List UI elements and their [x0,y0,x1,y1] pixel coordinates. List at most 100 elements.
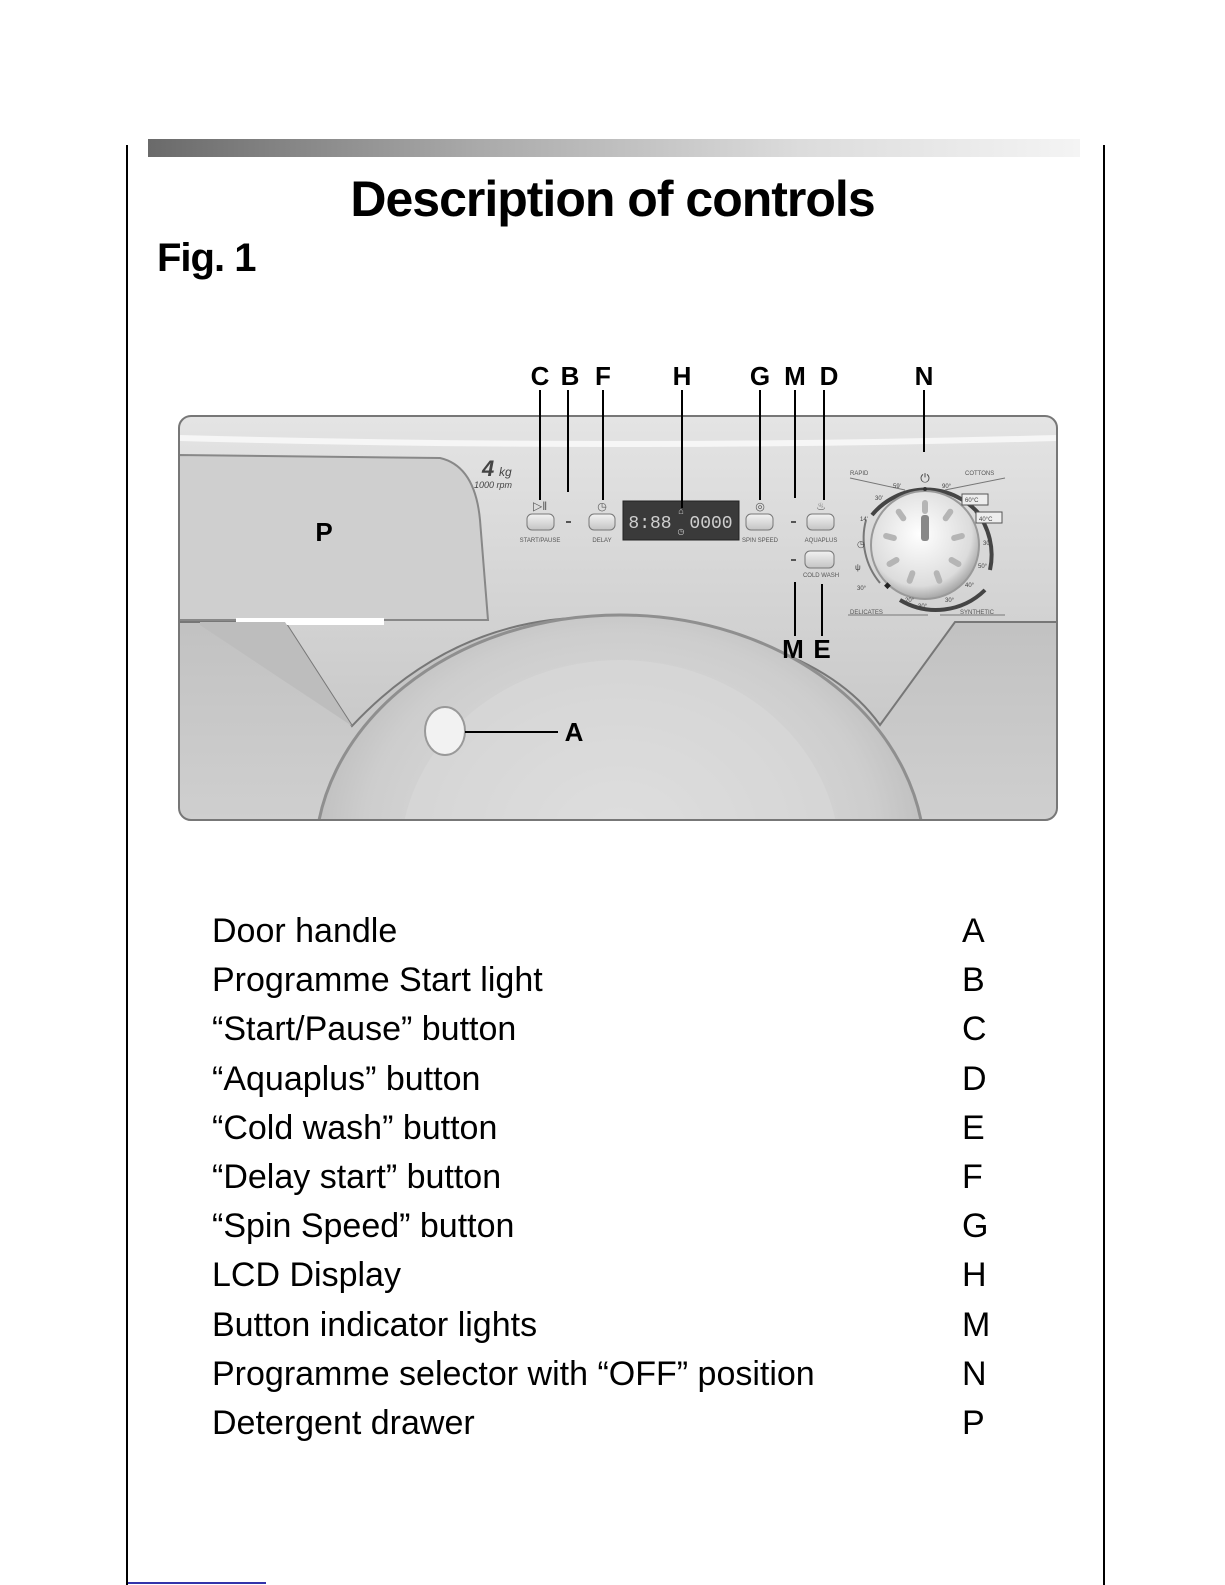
callout-lines [465,390,925,733]
callout-a: A [565,717,584,747]
diamond-icon: ◆ [884,580,891,590]
spin-speed-button[interactable] [745,513,774,531]
legend-letter: C [962,1010,987,1049]
clock-icon: ◷ [597,501,607,513]
start-pause-button[interactable] [526,513,555,531]
legend-letter: D [962,1059,987,1098]
machine-body [179,416,1057,820]
legend-row: “Spin Speed” button G [212,1203,1012,1252]
dial-label-rapid: RAPID [850,471,869,477]
cold-wash-button[interactable] [804,550,835,569]
dial-temp: 40°C [979,517,993,523]
legend-label: “Start/Pause” button [212,1010,517,1049]
callout-m-bottom: M [782,634,804,664]
legend-row: Button indicator lights M [212,1302,1012,1351]
legend-label: Programme Start light [212,961,543,1000]
door-handle[interactable] [424,706,466,756]
callout-m-top: M [784,361,806,391]
callout-b: B [561,361,580,391]
lcd-speed-readout: 0000 [689,514,732,534]
capacity-value: 4 [481,456,494,481]
legend-letter: A [962,912,985,950]
legend-label: “Cold wash” button [212,1108,498,1147]
legend-label: LCD Display [212,1256,401,1295]
dial-temp: 30' [875,496,883,502]
lock-icon: ⌂ [678,506,683,516]
callout-d: D [820,361,839,391]
callout-p: P [315,517,332,547]
page-title: Description of controls [350,171,875,227]
lcd-time-readout: 8:88 [628,514,671,534]
dial-temp: 30° [983,541,993,547]
legend-row: Programme Start light B [212,957,1012,1006]
dial-label-synthetic: SYNTHETIC [960,610,995,616]
legend-row: “Aquaplus” button D [212,1056,1012,1105]
play-pause-icon: ▷‖ [533,499,547,513]
spin-rating: 1000 rpm [474,480,513,490]
programme-start-light [566,521,571,523]
dial-temp: 60°C [965,498,979,504]
cold-wash-indicator-light [791,559,796,561]
capacity-unit: kg [499,465,512,479]
aquaplus-label: AQUAPLUS [805,538,838,544]
detergent-drawer [179,453,490,621]
dial-temp: 14' [860,517,868,523]
legend-label: Button indicator lights [212,1305,538,1344]
dial-temp: 30° [918,604,928,610]
aquaplus-button[interactable] [806,513,835,531]
programme-selector[interactable]: ⏻ RAPID COTTONS DELICATES SYNTHETIC 90° … [848,471,1006,616]
callout-g: G [750,361,770,391]
legend-label: “Aquaplus” button [212,1059,481,1098]
dial-temp: 90° [942,484,952,490]
legend-letter: B [962,961,985,1000]
legend-row: Door handle A [212,908,1012,957]
callout-f: F [595,361,611,391]
legend-row: LCD Display H [212,1252,1012,1301]
legend-label: “Spin Speed” button [212,1207,515,1246]
callout-e: E [813,634,830,664]
controls-legend: Door handle A Programme Start light B “Sta… [212,908,1012,1449]
legend-row: “Start/Pause” button C [212,1006,1012,1055]
dial-temp: 59' [893,484,901,490]
page-footer-underline [128,1582,266,1584]
spin-speed-label: SPIN SPEED [742,538,779,544]
spin-icon: ◎ [755,501,765,513]
legend-letter: E [962,1108,985,1147]
figure-label: Fig. 1 [157,236,256,280]
start-pause-label: START/PAUSE [520,538,561,544]
power-icon: ⏻ [920,471,930,485]
hand-water-icon: ♨ [816,501,826,513]
legend-label: Detergent drawer [212,1403,475,1442]
page-border-right [1103,145,1105,1585]
legend-label: Programme selector with “OFF” position [212,1354,815,1393]
dial-temp: 30° [857,586,867,592]
dial-temp: 20° [905,598,915,604]
callout-n: N [915,361,934,391]
dial-label-cottons: COTTONS [965,471,994,477]
dial-temp: 30° [945,598,955,604]
dial-label-delicates: DELICATES [850,610,883,616]
legend-label: “Delay start” button [212,1157,502,1196]
delay-label: DELAY [592,538,611,544]
dial-temp: 50° [978,564,988,570]
page-border-left [126,145,128,1585]
callout-c: C [531,361,550,391]
legend-letter: P [962,1403,985,1442]
wool-icon: ψ [855,563,861,572]
aquaplus-indicator-light [791,521,796,523]
callout-h: H [673,361,692,391]
dial-temp: 40° [965,583,975,589]
legend-letter: G [962,1207,989,1246]
legend-label: Door handle [212,912,398,950]
legend-row: Detergent drawer P [212,1400,1012,1449]
header-gradient-bar [148,139,1080,157]
timer-icon: ◷ [678,527,685,536]
legend-row: “Cold wash” button E [212,1105,1012,1154]
delay-start-button[interactable] [588,513,616,531]
washing-machine-diagram: 4 kg 1000 rpm ▷‖ START/PAUSE ◷ DELAY 8:8… [178,361,1058,821]
legend-letter: H [962,1256,987,1295]
timer-icon: ◷ [857,539,865,549]
legend-letter: M [962,1305,991,1344]
